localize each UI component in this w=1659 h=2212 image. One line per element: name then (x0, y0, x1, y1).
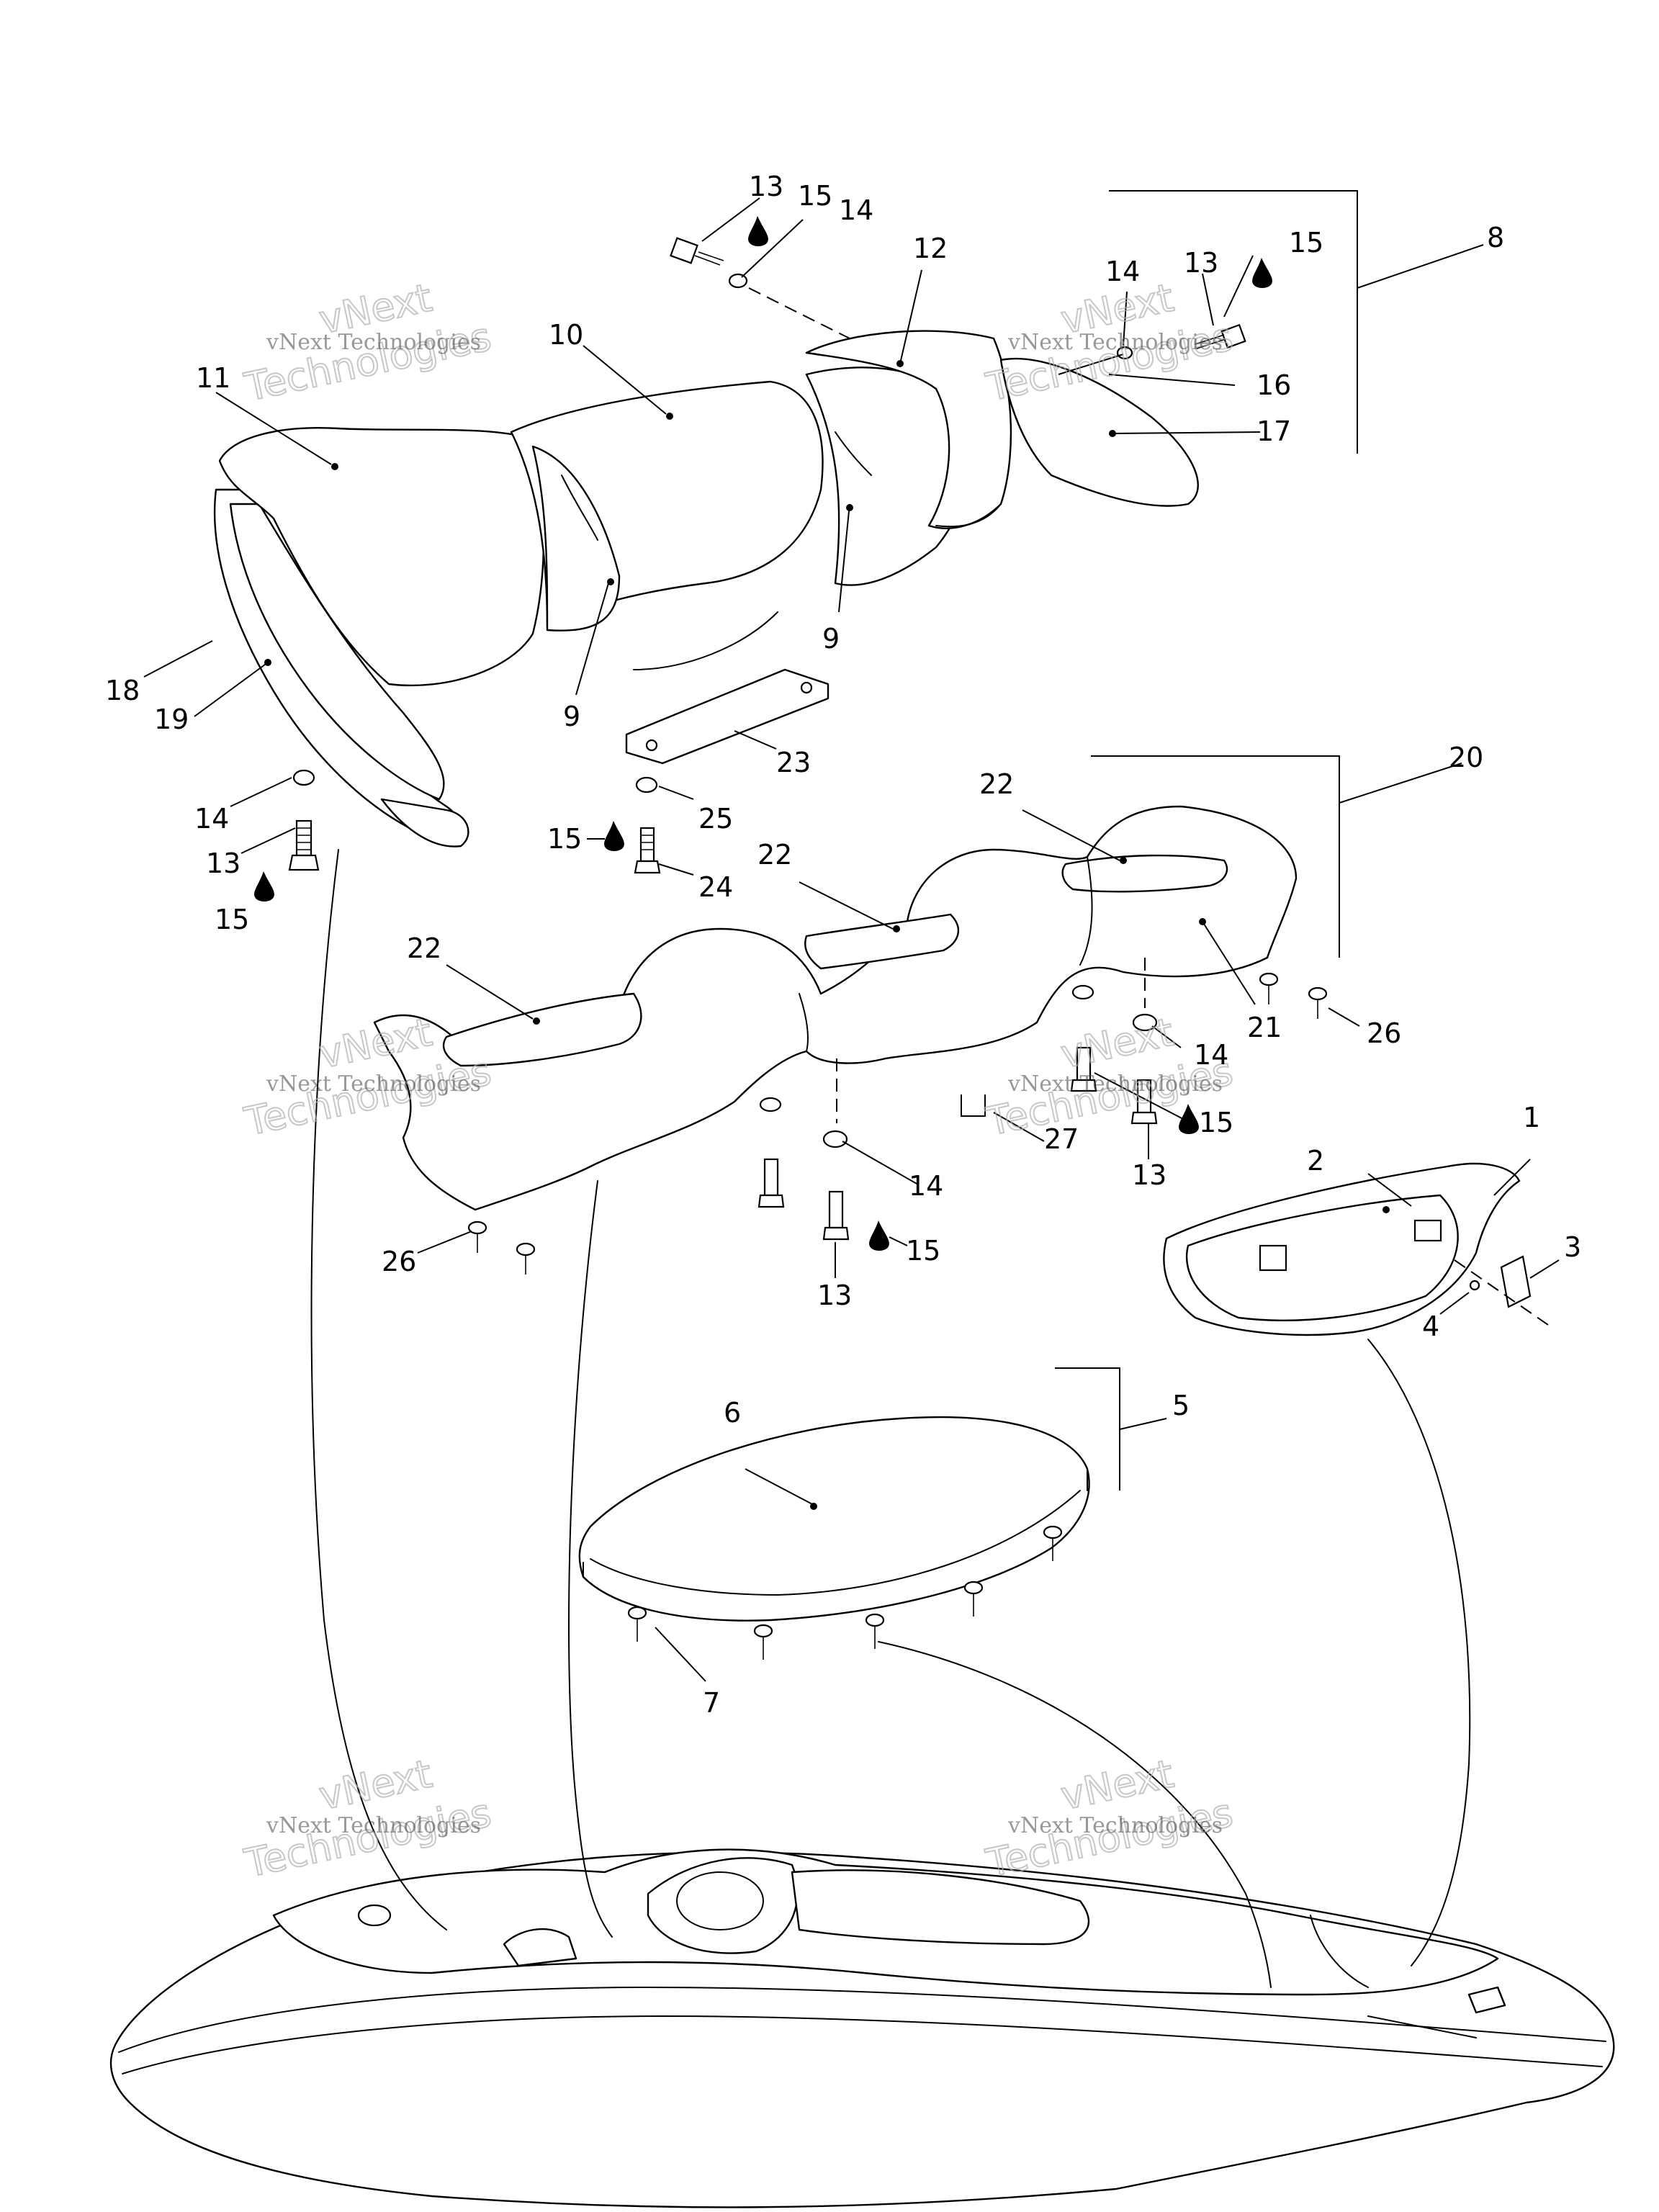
callout-15: 15 (906, 1235, 940, 1267)
callout-labels: 13 15 14 12 8 14 13 15 16 17 10 11 9 9 1… (105, 171, 1581, 1719)
callout-21: 21 (1247, 1012, 1282, 1043)
callout-12: 12 (913, 233, 948, 264)
callout-7: 7 (703, 1687, 720, 1719)
callout-10: 10 (549, 319, 583, 351)
callout-17: 17 (1256, 415, 1291, 447)
sealant-drop-icons (254, 216, 1272, 1251)
callout-11: 11 (196, 362, 230, 394)
svg-text:vNext Technologies: vNext Technologies (266, 1071, 481, 1097)
seat-cover-2 (1185, 1194, 1459, 1321)
sealant-drop-icon (1179, 1104, 1199, 1134)
callout-27: 27 (1044, 1123, 1079, 1155)
sealant-drop-icon (604, 821, 624, 851)
seat-pad-22c (1061, 854, 1228, 893)
callout-15: 15 (215, 904, 249, 935)
callout-22: 22 (757, 839, 792, 871)
bolts-13-middle-left (757, 1058, 850, 1241)
callout-16: 16 (1256, 369, 1291, 401)
hull-console (647, 1857, 799, 1954)
callout-8: 8 (1487, 222, 1504, 253)
callout-18: 18 (105, 675, 140, 706)
bolt-13-top-left (670, 237, 850, 339)
callout-14: 14 (839, 194, 873, 226)
svg-text:vNext Technologies: vNext Technologies (1007, 1813, 1223, 1838)
seat-assembly-5 (578, 1416, 1090, 1622)
hull-handle (503, 1928, 577, 1967)
callout-1: 1 (1523, 1102, 1540, 1133)
callout-19: 19 (154, 703, 189, 735)
callout-5: 5 (1172, 1390, 1190, 1421)
screws-7 (627, 1525, 1063, 1660)
callout-14: 14 (194, 803, 229, 835)
callout-13: 13 (1184, 247, 1218, 279)
seat-pad-22a (442, 992, 642, 1067)
hardware (288, 237, 1328, 1660)
seat-assembly-8 (213, 330, 1199, 848)
callout-15: 15 (798, 180, 832, 212)
callout-26: 26 (1367, 1017, 1401, 1049)
callout-15: 15 (1199, 1107, 1233, 1138)
callout-4: 4 (1422, 1310, 1439, 1342)
seat-assembly-1 (1163, 1162, 1549, 1336)
callout-13: 13 (1132, 1159, 1166, 1191)
screw-26-right (1259, 972, 1328, 1019)
callout-9: 9 (563, 701, 580, 732)
backrest-17 (999, 357, 1199, 507)
callout-23: 23 (776, 747, 811, 778)
seat-assembly-20 (373, 805, 1298, 1211)
svg-text:vNext Technologies: vNext Technologies (1007, 330, 1223, 355)
svg-text:vNext Technologies: vNext Technologies (266, 1813, 481, 1838)
seat-6 (578, 1416, 1090, 1622)
callout-13: 13 (206, 848, 240, 879)
callout-22: 22 (407, 932, 441, 964)
callout-24: 24 (698, 871, 733, 903)
sealant-drop-icon (748, 216, 768, 246)
assembly-lines (310, 849, 1471, 1988)
hull-cleat (1467, 1986, 1506, 2014)
watercraft-hull (109, 1848, 1615, 2208)
svg-text:vNext Technologies: vNext Technologies (1007, 1071, 1223, 1097)
bolts-13-middle-right (1070, 958, 1158, 1125)
callout-25: 25 (698, 803, 733, 835)
callout-14: 14 (1105, 256, 1140, 287)
callout-13: 13 (817, 1280, 852, 1311)
bracket-23 (625, 668, 830, 765)
callout-13: 13 (749, 171, 783, 202)
part-dots (264, 360, 1390, 1510)
leader-lines (143, 197, 1560, 1682)
bolt-13-top-right (1058, 323, 1246, 375)
svg-text:vNext Technologies: vNext Technologies (266, 330, 481, 355)
callout-22: 22 (979, 768, 1014, 800)
callout-15: 15 (547, 823, 582, 855)
sealant-drop-icon (869, 1220, 889, 1251)
sealant-drop-icon (254, 871, 274, 902)
assembly-brackets (1055, 190, 1531, 1491)
bolt-13-left (288, 769, 320, 871)
sealant-drop-icon (1252, 258, 1272, 288)
clip-27 (961, 1094, 986, 1117)
callout-26: 26 (382, 1246, 416, 1277)
bolt-24 (634, 776, 661, 874)
hull-seat (791, 1869, 1090, 1946)
callout-9: 9 (822, 623, 840, 655)
latch-3 (1500, 1255, 1532, 1308)
screw-26-left (467, 1220, 536, 1274)
callout-20: 20 (1449, 742, 1483, 773)
seat-cover-11 (218, 427, 545, 687)
seat-cushion-12 (805, 330, 1012, 529)
callout-6: 6 (724, 1397, 741, 1429)
seat-cushion-9a (531, 445, 621, 631)
seat-21 (373, 805, 1298, 1211)
callout-14: 14 (909, 1170, 943, 1202)
callout-14: 14 (1194, 1039, 1228, 1071)
callout-2: 2 (1307, 1145, 1324, 1177)
seat-foot-18 (380, 798, 469, 848)
callout-15: 15 (1289, 227, 1323, 258)
callout-3: 3 (1564, 1231, 1581, 1263)
screw-4 (1469, 1280, 1480, 1291)
